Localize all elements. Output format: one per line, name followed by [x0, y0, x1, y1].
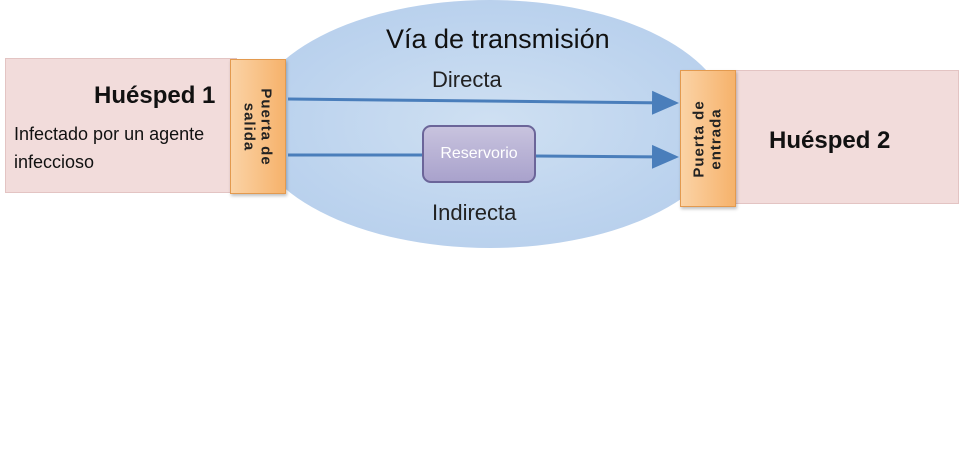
direct-arrow [287, 90, 679, 115]
exit-gate: Puerta de salida [230, 59, 286, 194]
diagram-title: Vía de transmisión [386, 24, 610, 54]
transmission-route-ellipse [250, 0, 730, 248]
host-2-title: Huésped 2 [769, 127, 891, 154]
host-1-title: Huésped 1 [94, 82, 216, 109]
reservoir-box: Reservorio [422, 125, 536, 183]
reservoir-label: Reservorio [440, 145, 518, 162]
host-1-description: Infectado por un agente infeccioso [14, 124, 205, 172]
host-2-box [733, 70, 959, 204]
entry-gate: Puerta de entrada [680, 70, 736, 207]
host-1-box [5, 58, 237, 193]
indirect-route-label: Indirecta [432, 200, 517, 225]
indirect-arrow-from-reservoir [535, 144, 679, 169]
direct-route-label: Directa [432, 67, 502, 92]
